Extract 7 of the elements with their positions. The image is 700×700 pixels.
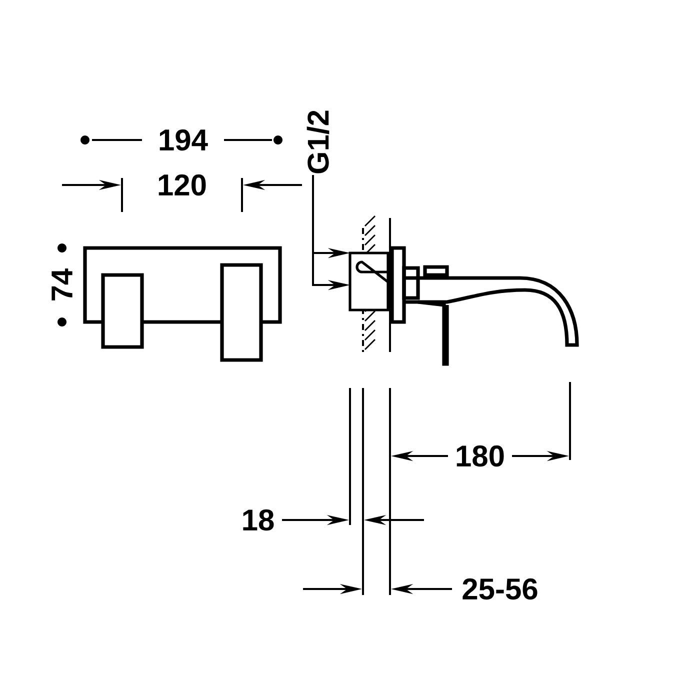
dimension-label: 18: [243, 509, 274, 531]
dimension-label: 120: [158, 174, 206, 196]
dimension-label: G1/2: [306, 110, 330, 174]
dimension-label: 180: [456, 445, 504, 467]
dimension-label: 194: [160, 129, 208, 151]
dimension-label: 74: [52, 268, 72, 300]
dimension-label: 25-56: [462, 578, 538, 600]
